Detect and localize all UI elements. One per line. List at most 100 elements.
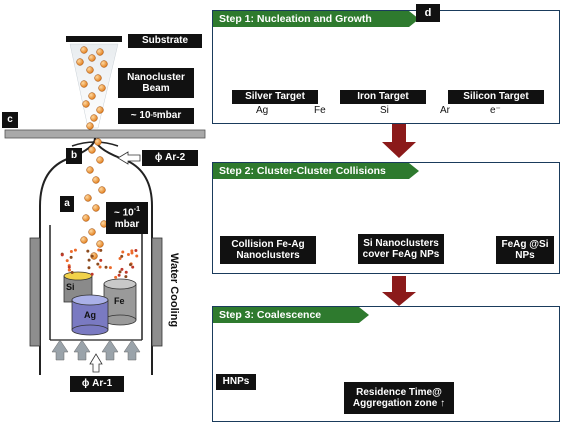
nanocluster-particle — [92, 204, 100, 212]
aggregation-chamber — [39, 137, 153, 375]
label-c: c — [2, 112, 18, 128]
nanocluster-particle — [82, 214, 90, 222]
sputter-particle — [67, 265, 71, 269]
substrate-plate — [66, 36, 122, 42]
sputter-particle — [131, 265, 135, 269]
step2-box-feag-si: FeAg @Si NPs — [496, 236, 554, 264]
sputter-particle — [124, 270, 128, 274]
sputter-particle — [130, 249, 134, 253]
label-a: a — [60, 196, 74, 212]
sputter-particle — [118, 257, 122, 261]
nanocluster-particle — [80, 46, 88, 54]
nanocluster-particle — [88, 146, 96, 154]
sputter-particle — [69, 255, 73, 259]
residence-time-label: Residence Time@ Aggregation zone ↑ — [344, 382, 454, 414]
sputter-particle — [69, 250, 73, 254]
nanocluster-particle — [94, 74, 102, 82]
nanocluster-particle — [88, 228, 96, 236]
sputter-particle — [120, 267, 124, 271]
pressure-top-exp: -5 — [150, 111, 157, 119]
skimmer-plate — [4, 129, 206, 139]
nanocluster-particle — [90, 252, 98, 260]
label-d: d — [416, 4, 440, 22]
sputter-particle — [97, 248, 101, 252]
sputter-particle — [70, 270, 74, 274]
pressure-top-base: ~ 10 — [130, 110, 151, 122]
nanocluster-particle — [96, 48, 104, 56]
ar-flux-label: Ar Flux — [380, 359, 415, 370]
legend-si-label: Si — [380, 105, 389, 116]
step3-title: Step 3: Coalescence — [213, 307, 369, 323]
sputter-particle — [114, 275, 118, 279]
sputter-particle — [108, 266, 112, 270]
sputter-particle — [87, 266, 91, 270]
nanocluster-particle — [84, 194, 92, 202]
pressure-low-unit: mbar — [114, 218, 140, 230]
sputter-particle — [117, 273, 121, 277]
sputter-particle — [87, 258, 91, 262]
pressure-top-unit: mbar — [156, 110, 182, 122]
nanocluster-particle — [80, 80, 88, 88]
gas-inlet-arrows — [51, 339, 141, 361]
legend-ar-label: Ar — [440, 105, 450, 116]
nanocluster-particle — [86, 66, 94, 74]
sputter-particle — [120, 254, 124, 258]
sputter-particle — [90, 254, 94, 258]
nanocluster-beam-label: Nanocluster Beam — [118, 68, 194, 98]
ar1-inlet-arrow — [89, 353, 103, 373]
nanocluster-particle — [96, 156, 104, 164]
pressure-low-exp: -1 — [133, 205, 140, 213]
sputter-particle — [98, 265, 102, 269]
nanocluster-particle — [86, 122, 94, 130]
silicon-target-label: Silicon Target — [448, 90, 544, 104]
sputter-particle — [60, 253, 64, 257]
sputter-particle — [134, 248, 138, 252]
iron-target-label: Iron Target — [340, 90, 426, 104]
si-target — [63, 271, 93, 303]
sputter-particle — [118, 270, 122, 274]
hnps-label: HNPs — [216, 374, 256, 390]
nanocluster-particle — [88, 92, 96, 100]
sputter-particle — [86, 249, 90, 253]
pressure-low-base: ~ 10 — [114, 207, 134, 219]
cooling-wall-right — [151, 237, 163, 347]
flow-arrow-step1-2 — [382, 124, 416, 158]
nanocluster-particle — [96, 240, 104, 248]
nanocluster-particle — [90, 114, 98, 122]
sputter-particle — [73, 248, 77, 252]
step1-panel: Step 1: Nucleation and Growth — [212, 10, 560, 124]
water-cooling-label: Water Cooling — [168, 252, 180, 328]
legend-ag-label: Ag — [256, 105, 269, 116]
ar2-label: ϕ Ar-2 — [142, 150, 198, 166]
sputter-particle — [130, 251, 134, 255]
legend-fe-label: Fe — [314, 105, 326, 116]
step2-box-si-cover: Si Nanoclusters cover FeAg NPs — [358, 234, 444, 264]
step2-title: Step 2: Cluster-Cluster Collisions — [213, 163, 419, 179]
nanocluster-particle — [76, 58, 84, 66]
ar2-inlet-arrow — [117, 151, 141, 165]
sputter-particle — [128, 263, 132, 267]
label-b: b — [66, 148, 82, 164]
cooling-wall-left — [29, 237, 41, 347]
nanocluster-particle — [100, 60, 108, 68]
sputter-particle — [67, 268, 71, 272]
nanocluster-particle — [86, 166, 94, 174]
sputter-particle — [126, 253, 130, 257]
step2-box-collision: Collision Fe-Ag Nanoclusters — [220, 236, 316, 264]
sputter-particle — [124, 275, 128, 279]
ar1-label: ϕ Ar-1 — [70, 376, 124, 392]
nanocluster-particle — [98, 84, 106, 92]
nanocluster-particle — [80, 236, 88, 244]
fe-target-label: Fe — [114, 296, 125, 306]
si-target-label: Si — [66, 282, 75, 292]
sputter-particle — [121, 250, 125, 254]
pressure-low-label: ~ 10-1 mbar — [106, 202, 148, 234]
sputter-particle — [104, 265, 108, 269]
nanocluster-particle — [82, 100, 90, 108]
nanocluster-particle — [94, 138, 102, 146]
ag-target-label: Ag — [84, 310, 96, 320]
substrate-label: Substrate — [128, 34, 202, 48]
step1-title: Step 1: Nucleation and Growth — [213, 11, 419, 27]
sputter-particle — [99, 258, 103, 262]
